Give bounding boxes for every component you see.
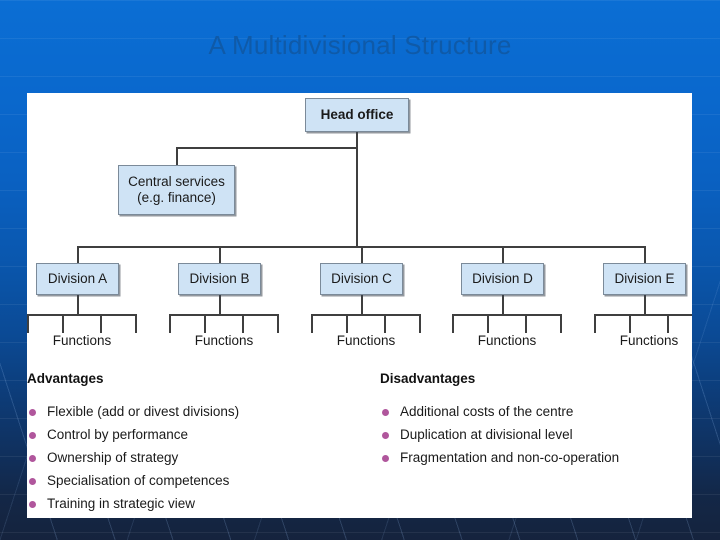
list-item: Control by performance bbox=[27, 423, 239, 446]
bullet-icon bbox=[382, 455, 389, 462]
content-panel: Head office Central services (e.g. finan… bbox=[27, 93, 692, 518]
node-head-office[interactable]: Head office bbox=[305, 98, 409, 132]
label-functions-c: Functions bbox=[336, 333, 396, 348]
connector-functions-d-tick-4 bbox=[560, 314, 562, 333]
node-division-d[interactable]: Division D bbox=[461, 263, 544, 295]
label-functions-a: Functions bbox=[52, 333, 112, 348]
connector-division-a-drop bbox=[77, 246, 79, 263]
node-division-b[interactable]: Division B bbox=[178, 263, 261, 295]
central-services-line-2: (e.g. finance) bbox=[137, 190, 216, 205]
label-functions-e: Functions bbox=[619, 333, 679, 348]
node-division-e[interactable]: Division E bbox=[603, 263, 686, 295]
connector-functions-c-tick-1 bbox=[311, 314, 313, 333]
bullet-icon bbox=[29, 455, 36, 462]
slide-title: A Multidivisional Structure bbox=[208, 30, 512, 60]
connector-functions-a-drop bbox=[77, 295, 79, 315]
connector-central-services-branch bbox=[176, 147, 358, 149]
node-division-a[interactable]: Division A bbox=[36, 263, 119, 295]
connector-functions-e-tick-2 bbox=[629, 314, 631, 333]
connector-functions-a-bar bbox=[27, 314, 137, 316]
advantages-list: Flexible (add or divest divisions) Contr… bbox=[27, 400, 239, 515]
disadvantages-heading: Disadvantages bbox=[380, 371, 476, 386]
connector-division-d-drop bbox=[502, 246, 504, 263]
connector-functions-a-tick-4 bbox=[135, 314, 137, 333]
connector-functions-b-bar bbox=[169, 314, 279, 316]
list-item-label: Training in strategic view bbox=[47, 496, 196, 511]
connector-functions-c-tick-4 bbox=[419, 314, 421, 333]
connector-functions-e-tick-1 bbox=[594, 314, 596, 333]
list-item: Specialisation of competences bbox=[27, 469, 239, 492]
central-services-line-1: Central services bbox=[128, 174, 225, 190]
list-item: Duplication at divisional level bbox=[380, 423, 619, 446]
list-item-label: Duplication at divisional level bbox=[400, 427, 573, 442]
bullet-icon bbox=[29, 501, 36, 508]
connector-functions-b-tick-3 bbox=[242, 314, 244, 333]
label-functions-d: Functions bbox=[477, 333, 537, 348]
connector-functions-a-tick-3 bbox=[100, 314, 102, 333]
connector-functions-a-tick-1 bbox=[27, 314, 29, 333]
connector-division-e-drop bbox=[644, 246, 646, 263]
connector-functions-d-bar bbox=[452, 314, 562, 316]
connector-functions-b-tick-4 bbox=[277, 314, 279, 333]
connector-functions-b-tick-2 bbox=[204, 314, 206, 333]
bullet-icon bbox=[29, 478, 36, 485]
list-item-label: Flexible (add or divest divisions) bbox=[47, 404, 240, 419]
list-item-label: Control by performance bbox=[47, 427, 189, 442]
advantages-heading: Advantages bbox=[27, 371, 104, 386]
list-item-label: Specialisation of competences bbox=[47, 473, 230, 488]
connector-functions-e-tick-3 bbox=[667, 314, 669, 333]
connector-headoffice-trunk bbox=[356, 132, 358, 248]
list-item: Flexible (add or divest divisions) bbox=[27, 400, 239, 423]
connector-functions-d-tick-1 bbox=[452, 314, 454, 333]
connector-functions-c-bar bbox=[311, 314, 421, 316]
connector-central-services-drop bbox=[176, 147, 178, 165]
list-item: Training in strategic view bbox=[27, 492, 239, 515]
bullet-icon bbox=[382, 409, 389, 416]
connector-functions-b-drop bbox=[219, 295, 221, 315]
connector-functions-e-bar bbox=[594, 314, 692, 316]
connector-functions-c-drop bbox=[361, 295, 363, 315]
connector-functions-c-tick-2 bbox=[346, 314, 348, 333]
list-item: Additional costs of the centre bbox=[380, 400, 619, 423]
list-item-label: Additional costs of the centre bbox=[400, 404, 574, 419]
connector-functions-d-drop bbox=[502, 295, 504, 315]
list-item: Fragmentation and non-co-operation bbox=[380, 446, 619, 469]
bullet-icon bbox=[29, 409, 36, 416]
list-item: Ownership of strategy bbox=[27, 446, 239, 469]
connector-functions-b-tick-1 bbox=[169, 314, 171, 333]
label-functions-b: Functions bbox=[194, 333, 254, 348]
connector-functions-d-tick-2 bbox=[487, 314, 489, 333]
bullet-icon bbox=[29, 432, 36, 439]
connector-functions-d-tick-3 bbox=[525, 314, 527, 333]
connector-functions-a-tick-2 bbox=[62, 314, 64, 333]
bullet-icon bbox=[382, 432, 389, 439]
node-central-services[interactable]: Central services (e.g. finance) bbox=[118, 165, 235, 215]
node-division-c[interactable]: Division C bbox=[320, 263, 403, 295]
list-item-label: Fragmentation and non-co-operation bbox=[400, 450, 620, 465]
list-item-label: Ownership of strategy bbox=[47, 450, 179, 465]
connector-division-c-drop bbox=[361, 246, 363, 263]
connector-division-b-drop bbox=[219, 246, 221, 263]
connector-functions-c-tick-3 bbox=[384, 314, 386, 333]
disadvantages-list: Additional costs of the centre Duplicati… bbox=[380, 400, 619, 469]
connector-functions-e-drop bbox=[644, 295, 646, 315]
